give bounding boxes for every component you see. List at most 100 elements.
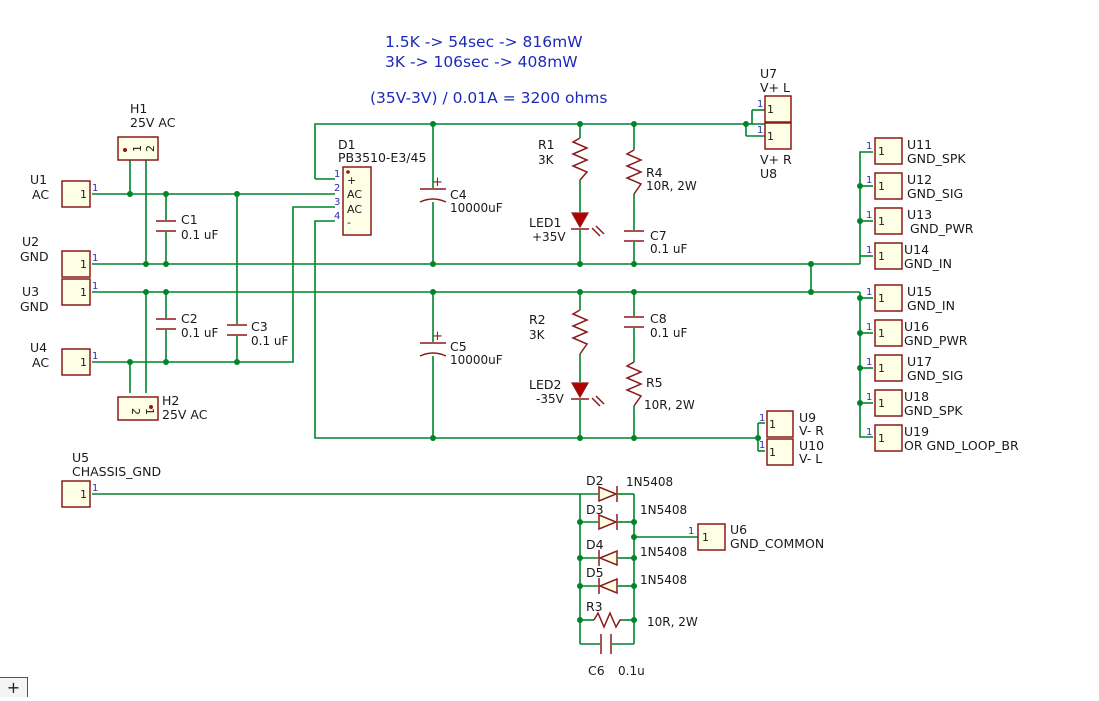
capacitor-c3[interactable]: C3 0.1 uF	[227, 319, 289, 348]
svg-text:D3: D3	[586, 502, 604, 517]
connector-u14[interactable]: 1 1 U14 GND_IN	[866, 242, 952, 271]
svg-text:R4: R4	[646, 165, 663, 180]
led-led1[interactable]: LED1 +35V	[529, 212, 605, 244]
connector-u17[interactable]: 1 1 U17 GND_SIG	[866, 354, 963, 383]
svg-text:10R, 2W: 10R, 2W	[646, 179, 697, 193]
svg-text:C2: C2	[181, 311, 198, 326]
svg-text:0.1 uF: 0.1 uF	[181, 326, 219, 340]
resistor-r3[interactable]: R3 10R, 2W	[586, 599, 698, 629]
svg-text:1: 1	[878, 292, 885, 305]
svg-text:C4: C4	[450, 187, 467, 202]
svg-text:1: 1	[878, 145, 885, 158]
bridge-rectifier-d1[interactable]: + AC AC - 1 2 3 4 D1 PB3510-E3/45	[334, 137, 426, 236]
add-button[interactable]: +	[0, 677, 28, 697]
connector-u13[interactable]: 1 1 U13 GND_PWR	[866, 207, 974, 236]
svg-text:1: 1	[92, 183, 98, 194]
capacitor-c1[interactable]: C1 0.1 uF	[156, 212, 219, 242]
svg-text:0.1 uF: 0.1 uF	[650, 326, 688, 340]
connector-h2[interactable]: 2 1 H2 25V AC	[117, 393, 208, 422]
connector-u5[interactable]: 1 1 U5 CHASSIS_GND	[61, 450, 161, 508]
svg-text:V+ R: V+ R	[760, 152, 792, 167]
svg-text:D1: D1	[338, 137, 356, 152]
svg-text:GND_SIG: GND_SIG	[907, 186, 963, 201]
svg-text:1: 1	[866, 141, 872, 152]
svg-text:1: 1	[688, 526, 694, 537]
svg-text:25V AC: 25V AC	[162, 407, 208, 422]
svg-text:PB3510-E3/45: PB3510-E3/45	[338, 150, 426, 165]
svg-text:1N5408: 1N5408	[640, 573, 687, 587]
svg-text:GND_PWR: GND_PWR	[910, 221, 974, 236]
svg-text:AC: AC	[32, 187, 49, 202]
svg-text:1N5408: 1N5408	[640, 545, 687, 559]
resistor-r5[interactable]: R5 10R, 2W	[625, 361, 695, 412]
connector-u11[interactable]: 1 1 U11 GND_SPK	[866, 137, 966, 166]
connector-u19[interactable]: 1 1 U19 OR GND_LOOP_BR	[866, 424, 1019, 453]
connector-u2[interactable]: 1 1 U2 GND	[20, 234, 98, 278]
svg-text:1: 1	[757, 125, 763, 136]
svg-text:U10: U10	[799, 438, 824, 453]
connector-h1[interactable]: 1 2 H1 25V AC	[117, 101, 176, 161]
capacitor-c8[interactable]: C8 0.1 uF	[624, 311, 688, 340]
svg-text:U11: U11	[907, 137, 932, 152]
wire-ac-u4	[92, 206, 335, 363]
connector-u8[interactable]: 1 1 V+ R U8	[757, 122, 792, 181]
svg-text:0.1 uF: 0.1 uF	[181, 228, 219, 242]
svg-text:-35V: -35V	[536, 392, 565, 406]
capacitor-c6[interactable]: C6 0.1u	[588, 634, 645, 678]
led-led2[interactable]: LED2 -35V	[529, 377, 605, 407]
resistor-r2[interactable]: R2 3K	[529, 309, 589, 355]
svg-text:H2: H2	[162, 393, 179, 408]
svg-text:1: 1	[80, 258, 87, 271]
svg-text:U3: U3	[22, 284, 39, 299]
svg-text:2: 2	[334, 183, 340, 194]
note-line-1: 1.5K -> 54sec -> 816mW	[385, 33, 583, 51]
svg-text:1: 1	[878, 180, 885, 193]
svg-text:U2: U2	[22, 234, 39, 249]
svg-text:C1: C1	[181, 212, 198, 227]
diode-d4[interactable]: D4 1N5408	[586, 537, 687, 567]
connector-u16[interactable]: 1 1 U16 GND_PWR	[866, 319, 968, 348]
connector-u6[interactable]: 1 1 U6 GND_COMMON	[688, 522, 824, 551]
svg-text:1: 1	[702, 531, 709, 544]
diode-d3[interactable]: D3 1N5408	[586, 502, 687, 531]
svg-text:1: 1	[759, 440, 765, 451]
svg-text:1: 1	[878, 432, 885, 445]
svg-text:U18: U18	[904, 389, 929, 404]
resistor-r1[interactable]: R1 3K	[538, 137, 589, 181]
connector-u3[interactable]: 1 1 U3 GND	[20, 278, 98, 314]
svg-text:2: 2	[144, 145, 157, 152]
connector-u15[interactable]: 1 1 U15 GND_IN	[866, 284, 955, 313]
svg-text:U5: U5	[72, 450, 89, 465]
connector-u7[interactable]: 1 1 U7 V+ L	[757, 66, 792, 123]
wire-gnd-bus-top	[859, 151, 873, 264]
svg-text:AC: AC	[347, 188, 362, 201]
svg-text:1N5408: 1N5408	[640, 503, 687, 517]
svg-text:4: 4	[334, 211, 340, 222]
connector-u9[interactable]: 1 1 U9 V- R	[759, 410, 824, 438]
connector-u10[interactable]: 1 1 U10 V- L	[759, 438, 824, 466]
capacitor-c7[interactable]: C7 0.1 uF	[624, 228, 688, 256]
svg-text:3: 3	[334, 197, 340, 208]
resistor-r4[interactable]: R4 10R, 2W	[625, 149, 697, 195]
svg-text:2: 2	[129, 408, 142, 415]
junctions	[127, 121, 863, 623]
connector-u4[interactable]: 1 1 U4 AC	[30, 340, 98, 376]
connector-u1[interactable]: 1 1 U1 AC	[30, 172, 98, 208]
svg-text:U16: U16	[904, 319, 929, 334]
connector-u12[interactable]: 1 1 U12 GND_SIG	[866, 172, 963, 201]
svg-text:R2: R2	[529, 312, 546, 327]
connector-u18[interactable]: 1 1 U18 GND_SPK	[866, 389, 963, 418]
svg-text:D5: D5	[586, 565, 604, 580]
capacitor-c2[interactable]: C2 0.1 uF	[156, 311, 219, 340]
note-line-3: (35V-3V) / 0.01A = 3200 ohms	[370, 89, 607, 107]
svg-text:1: 1	[769, 418, 776, 431]
svg-text:10R, 2W: 10R, 2W	[647, 615, 698, 629]
diode-d5[interactable]: D5 1N5408	[586, 565, 687, 595]
svg-text:U15: U15	[907, 284, 932, 299]
capacitor-c5[interactable]: + C5 10000uF	[419, 329, 503, 367]
diode-d2[interactable]: D2 1N5408	[586, 473, 673, 503]
capacitor-c4[interactable]: + C4 10000uF	[419, 175, 503, 215]
svg-text:1: 1	[878, 250, 885, 263]
svg-text:U14: U14	[904, 242, 929, 257]
